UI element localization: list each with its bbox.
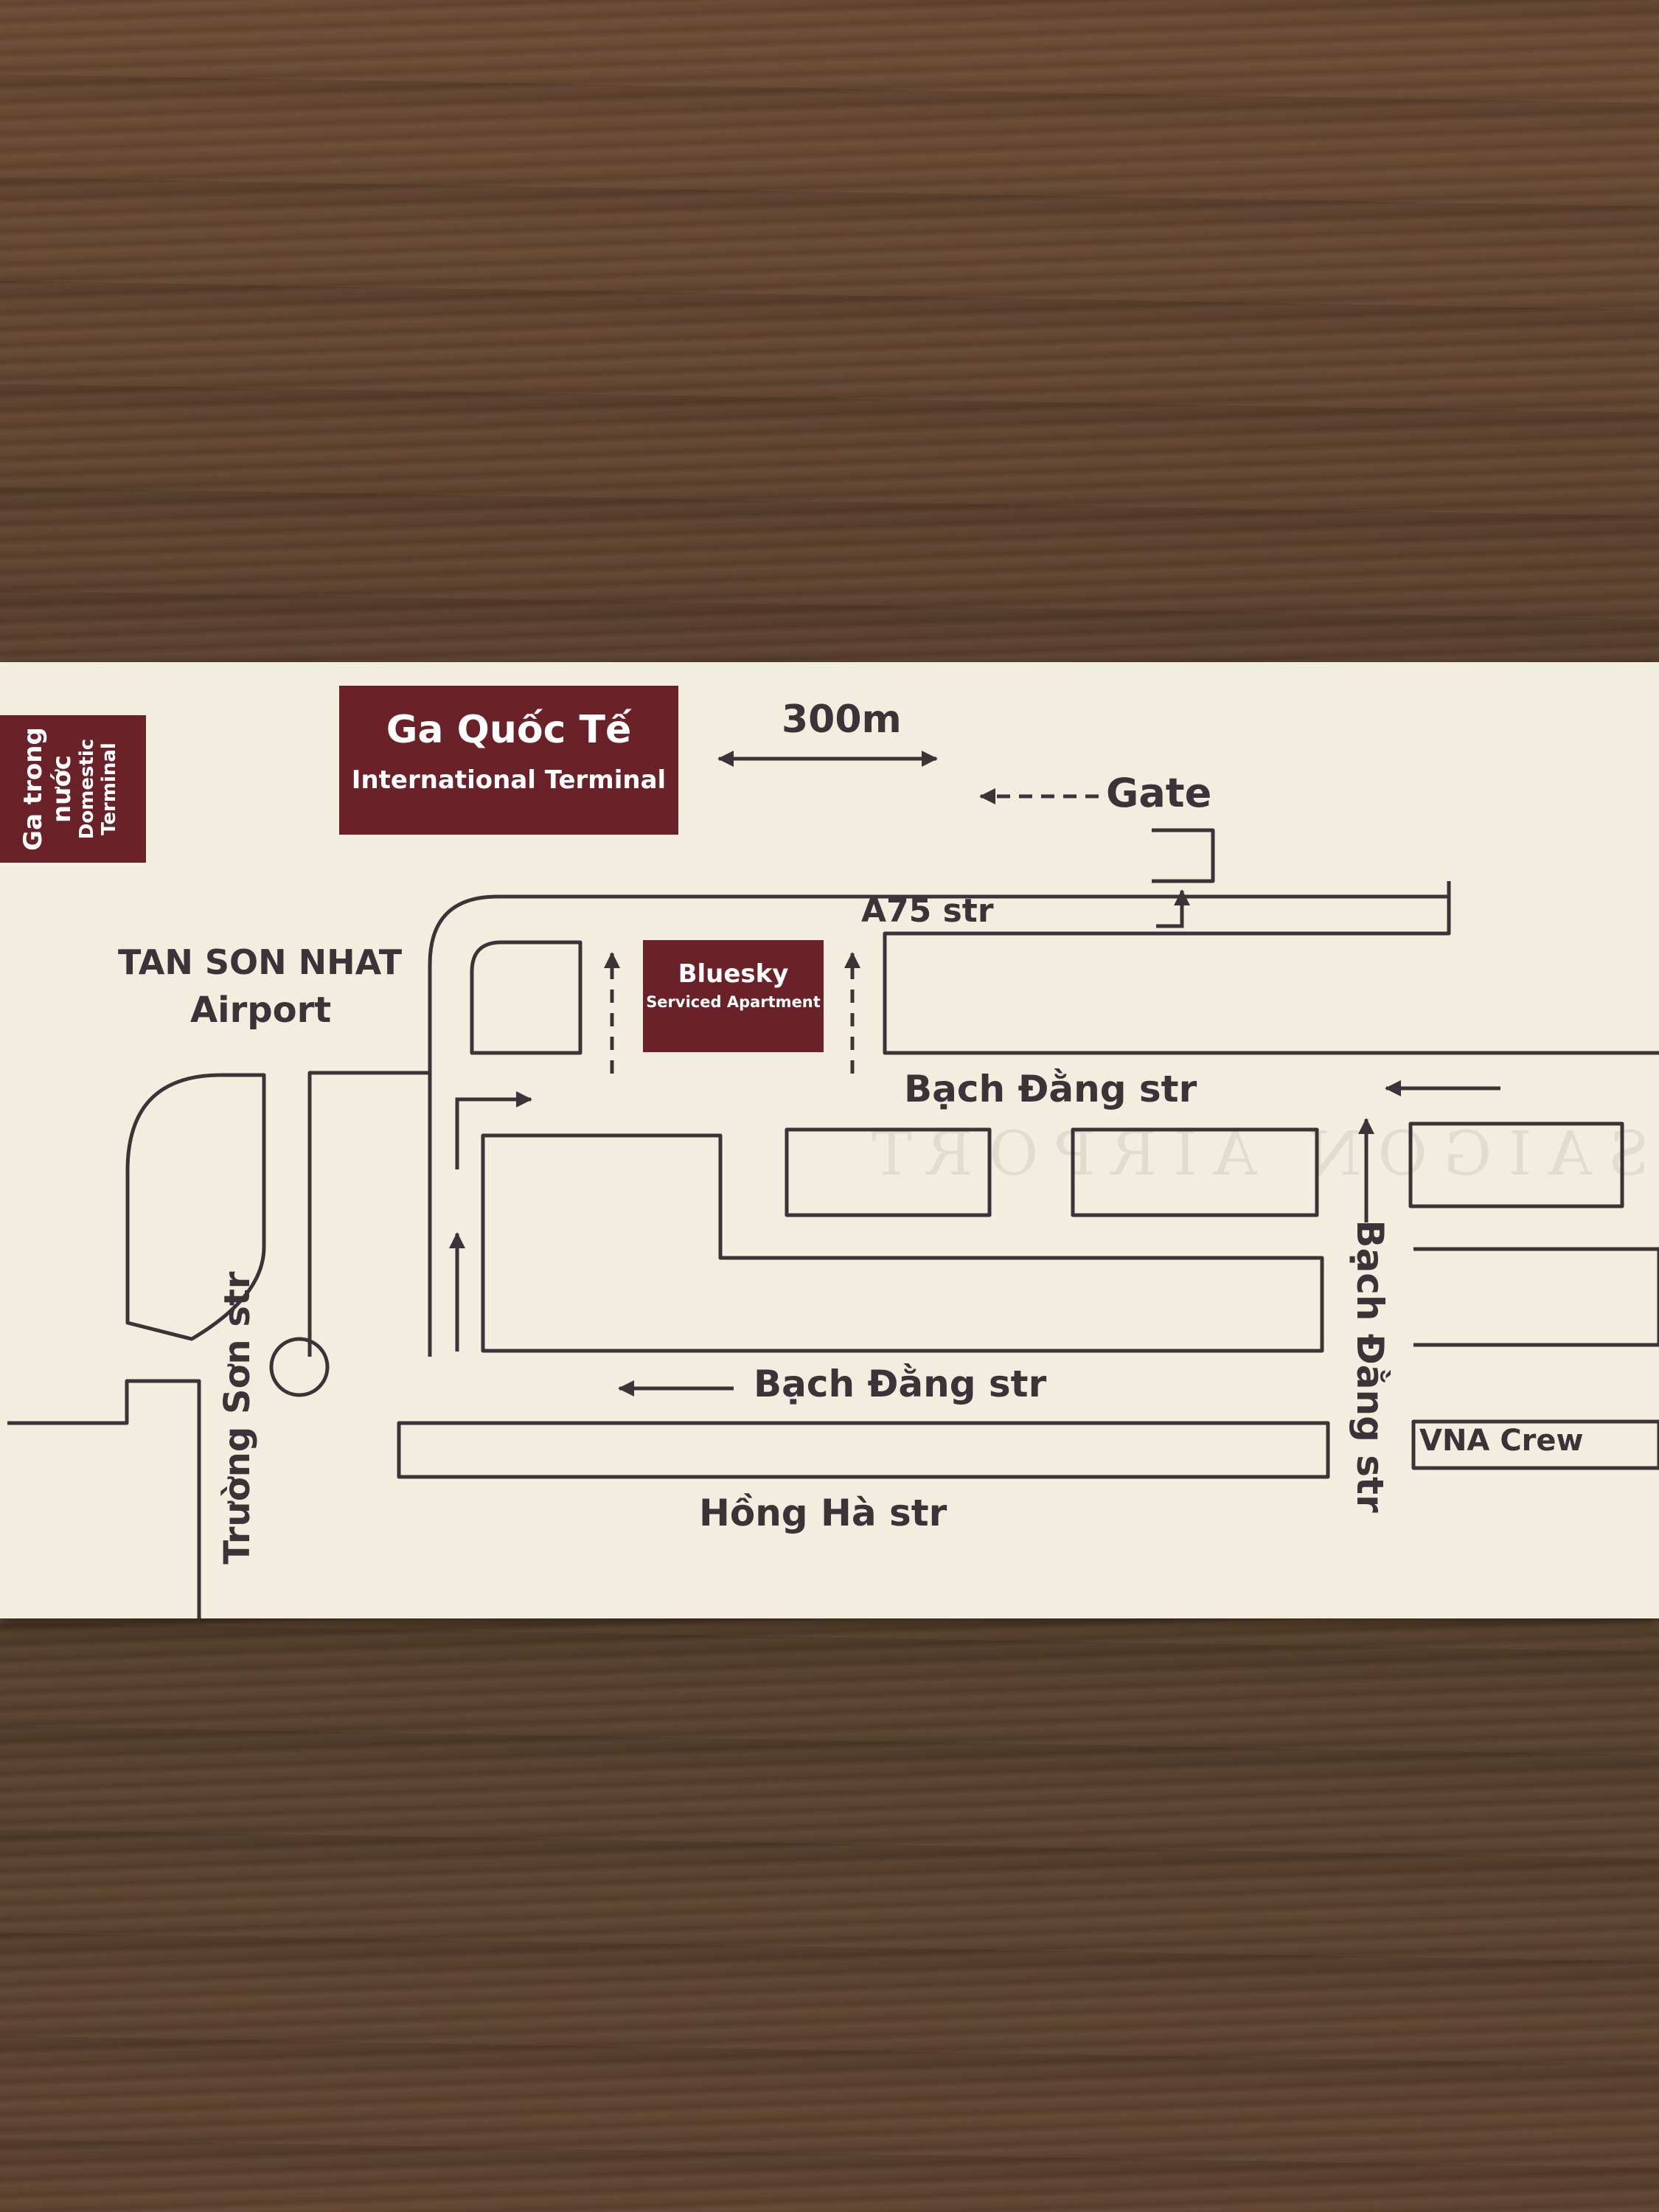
- block-right-3: [1408, 1121, 1624, 1208]
- gate-label: Gate: [1106, 770, 1212, 816]
- bluesky-sub: Serviced Apartment: [646, 993, 821, 1011]
- block-small-curved: [470, 940, 582, 1055]
- scale-label: 300m: [782, 698, 902, 742]
- domestic-terminal-en: Domestic Terminal: [76, 738, 121, 840]
- terminal-road: [307, 1071, 430, 1357]
- block-right-4: [1413, 1247, 1659, 1347]
- a75-road-outline: [428, 881, 1451, 1357]
- gate-turn-arrow: [1156, 889, 1190, 928]
- block-right-2: [1071, 1127, 1319, 1217]
- airport-label-1: TAN SON NHAT: [118, 942, 403, 982]
- a75-label: A75 str: [861, 892, 994, 930]
- bach-dang-vertical-label: Bạch Đằng str: [1349, 1220, 1391, 1513]
- block-right-1: [785, 1127, 992, 1217]
- hong-ha-label: Hồng Hà str: [699, 1492, 947, 1534]
- bluesky-apartment-box: Bluesky Serviced Apartment: [643, 940, 824, 1052]
- bluesky-name: Bluesky: [678, 959, 789, 989]
- turn-arrow: [455, 1091, 532, 1169]
- international-terminal-vn: Ga Quốc Tế: [386, 708, 632, 752]
- block-hongha: [397, 1421, 1330, 1479]
- gate-box: [1152, 828, 1215, 883]
- street-map: [7, 751, 1659, 1618]
- domestic-terminal-box: Ga trong nước Domestic Terminal: [0, 715, 146, 863]
- bach-dang-upper-label: Bạch Đằng str: [904, 1068, 1197, 1110]
- airport-access-road: [883, 881, 1659, 1055]
- roundabout: [269, 1337, 330, 1397]
- truong-son-label: Trường Sơn str: [217, 1271, 258, 1565]
- vna-crew-label: VNA Crew: [1419, 1424, 1584, 1458]
- map-card: SAIGON AIRPORT: [0, 662, 1659, 1618]
- block-center-large: [481, 1133, 1324, 1353]
- block-vna: [1411, 1419, 1659, 1470]
- domestic-terminal-vn: Ga trong nước: [18, 727, 77, 851]
- bach-dang-lower-label: Bạch Đằng str: [754, 1363, 1047, 1405]
- left-road: [7, 1379, 201, 1618]
- airport-label-2: Airport: [190, 990, 332, 1031]
- international-terminal-en: International Terminal: [351, 765, 667, 795]
- roundabout-left-island: [125, 1073, 266, 1341]
- international-terminal-box: Ga Quốc Tế International Terminal: [339, 686, 678, 835]
